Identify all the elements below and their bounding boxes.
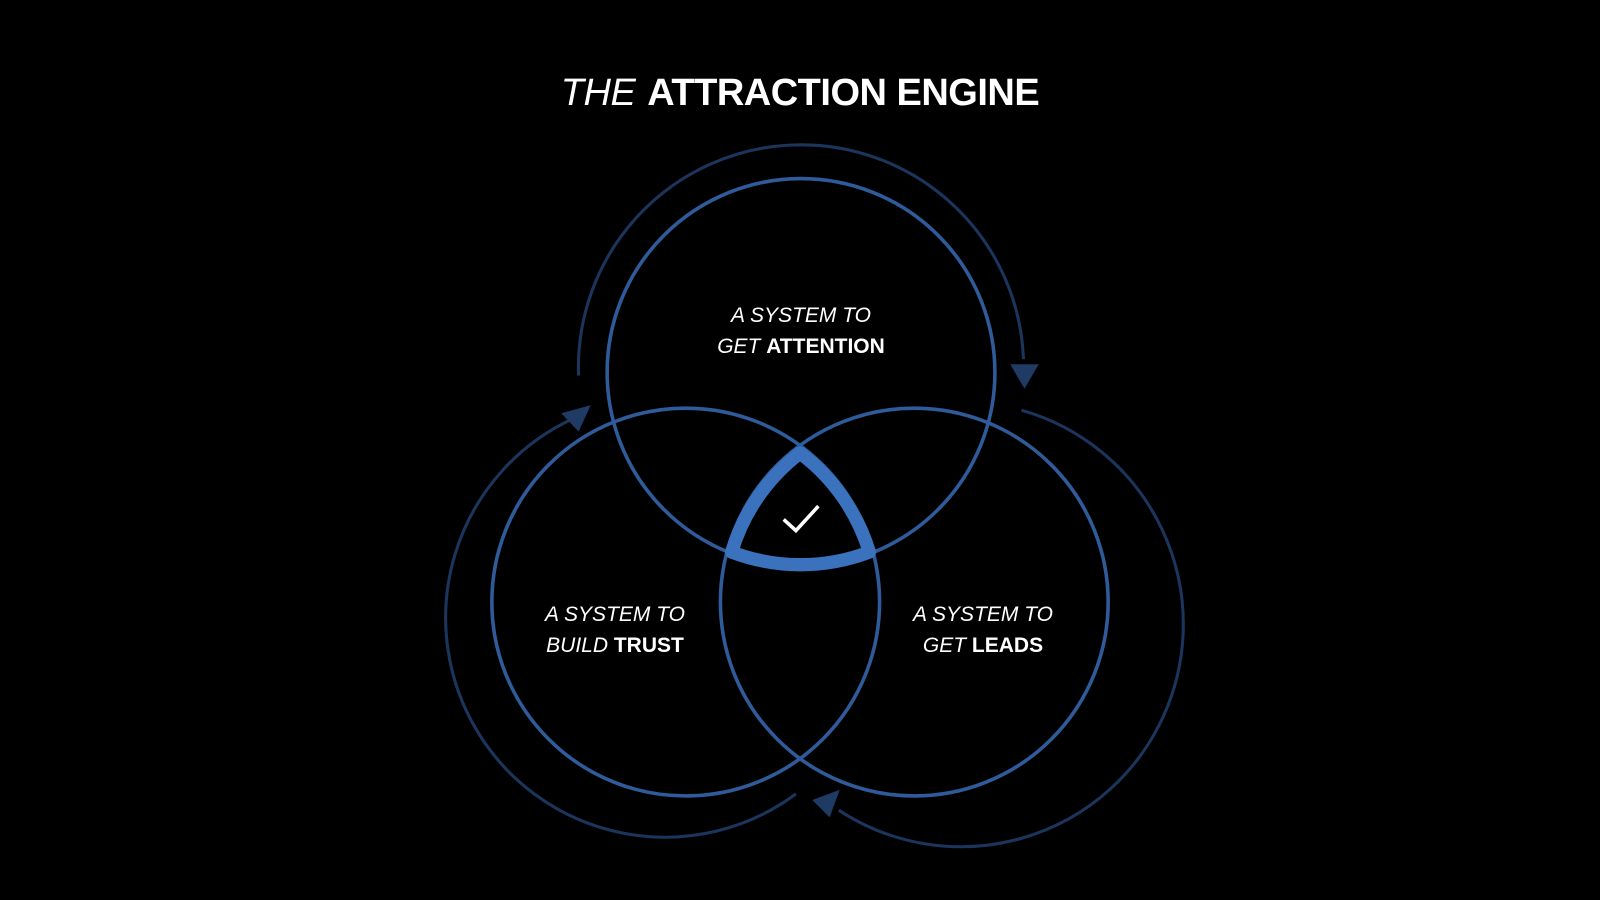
label-bold: TRUST: [613, 634, 684, 657]
leads-circle: [718, 406, 1110, 798]
attention-label: A SYSTEM TO GET ATTENTION: [671, 300, 931, 362]
label-light: BUILD: [546, 634, 608, 657]
title-main: ATTRACTION ENGINE: [647, 72, 1040, 114]
right-cycle-arc: [837, 408, 1185, 849]
label-line1: A SYSTEM TO: [730, 304, 872, 327]
cycle-arrows: [444, 143, 1185, 849]
left-cycle-arc: [444, 418, 797, 839]
arrowhead-icon: [561, 405, 591, 432]
title-prefix: THE: [560, 72, 636, 114]
arrowhead-icon: [1010, 364, 1039, 389]
arrowhead-icon: [812, 789, 840, 818]
page-title: THE ATTRACTION ENGINE: [0, 72, 1600, 115]
label-bold: LEADS: [971, 634, 1044, 657]
label-line1: A SYSTEM TO: [912, 603, 1054, 626]
check-icon: [782, 504, 820, 534]
trust-circle: [490, 406, 882, 798]
label-light: GET: [922, 634, 967, 657]
leads-label: A SYSTEM TO GET LEADS: [853, 599, 1113, 661]
top-cycle-arc: [576, 143, 1025, 376]
label-bold: ATTENTION: [766, 335, 885, 358]
trust-label: A SYSTEM TO BUILD TRUST: [485, 599, 745, 661]
label-light: GET: [717, 335, 761, 358]
label-line1: A SYSTEM TO: [544, 603, 686, 626]
center-intersection: [725, 446, 877, 572]
attention-circle: [605, 176, 997, 569]
